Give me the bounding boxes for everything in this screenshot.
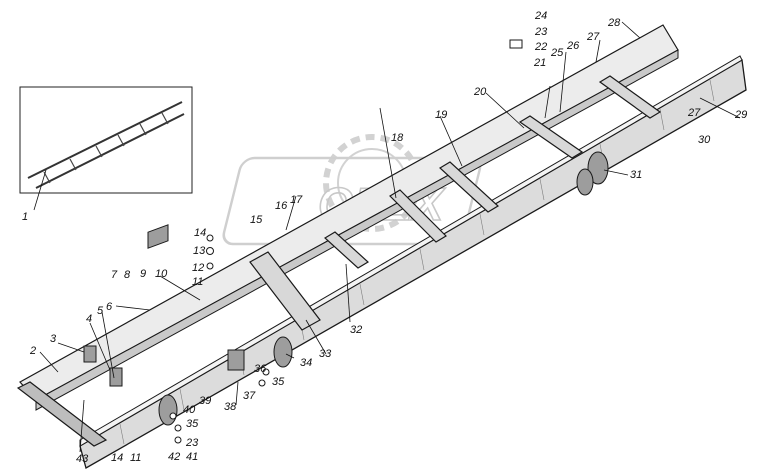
callout-43: 43 bbox=[76, 453, 89, 465]
callout-29: 29 bbox=[734, 109, 747, 121]
left-side-rail bbox=[19, 24, 679, 401]
callout-1: 1 bbox=[22, 211, 28, 223]
callout-25: 25 bbox=[550, 47, 564, 59]
callout-39: 39 bbox=[199, 395, 211, 407]
callout-31: 31 bbox=[630, 169, 642, 181]
callout-40: 40 bbox=[183, 404, 196, 416]
callout-2: 2 bbox=[29, 345, 36, 357]
callout-7: 7 bbox=[111, 269, 118, 281]
callout-23-lower: 23 bbox=[185, 437, 199, 449]
callout-4: 4 bbox=[86, 313, 92, 325]
callout-23: 23 bbox=[534, 26, 548, 38]
callout-33: 33 bbox=[319, 348, 332, 360]
chassis-frame bbox=[16, 24, 747, 469]
callout-27-top: 27 bbox=[586, 31, 600, 43]
callout-36: 36 bbox=[254, 363, 267, 375]
callout-11: 11 bbox=[192, 276, 203, 288]
callout-17: 17 bbox=[290, 194, 303, 206]
callout-21: 21 bbox=[533, 57, 546, 69]
inset-overview bbox=[19, 86, 193, 194]
callout-8: 8 bbox=[124, 269, 131, 281]
callout-5: 5 bbox=[97, 305, 104, 317]
callout-32: 32 bbox=[350, 324, 362, 336]
callout-9: 9 bbox=[140, 268, 146, 280]
callout-27-right: 27 bbox=[687, 107, 701, 119]
callout-19: 19 bbox=[435, 109, 447, 121]
callout-6: 6 bbox=[106, 301, 113, 313]
callout-41: 41 bbox=[186, 451, 198, 463]
callout-24: 24 bbox=[534, 10, 547, 22]
callout-13: 13 bbox=[193, 245, 206, 257]
callout-11-lower: 11 bbox=[130, 452, 141, 464]
callout-14: 14 bbox=[194, 227, 206, 239]
callout-16: 16 bbox=[275, 200, 288, 212]
callout-26: 26 bbox=[566, 40, 580, 52]
callout-3: 3 bbox=[50, 333, 57, 345]
callout-37: 37 bbox=[243, 390, 256, 402]
callout-35-upper: 35 bbox=[272, 376, 285, 388]
callout-28: 28 bbox=[607, 17, 621, 29]
callout-22: 22 bbox=[534, 41, 547, 53]
callout-20: 20 bbox=[473, 86, 487, 98]
callout-34: 34 bbox=[300, 357, 312, 369]
callout-38: 38 bbox=[224, 401, 237, 413]
callout-42: 42 bbox=[168, 451, 180, 463]
callout-15: 15 bbox=[250, 214, 263, 226]
callout-labels: 1 2 3 4 5 6 7 8 9 10 11 12 13 14 15 16 1… bbox=[22, 10, 747, 465]
callout-18: 18 bbox=[391, 132, 404, 144]
callout-12: 12 bbox=[192, 262, 204, 274]
callout-30: 30 bbox=[698, 134, 711, 146]
callout-35-lower: 35 bbox=[186, 418, 199, 430]
callout-14-lower: 14 bbox=[111, 452, 123, 464]
callout-10: 10 bbox=[155, 268, 168, 280]
